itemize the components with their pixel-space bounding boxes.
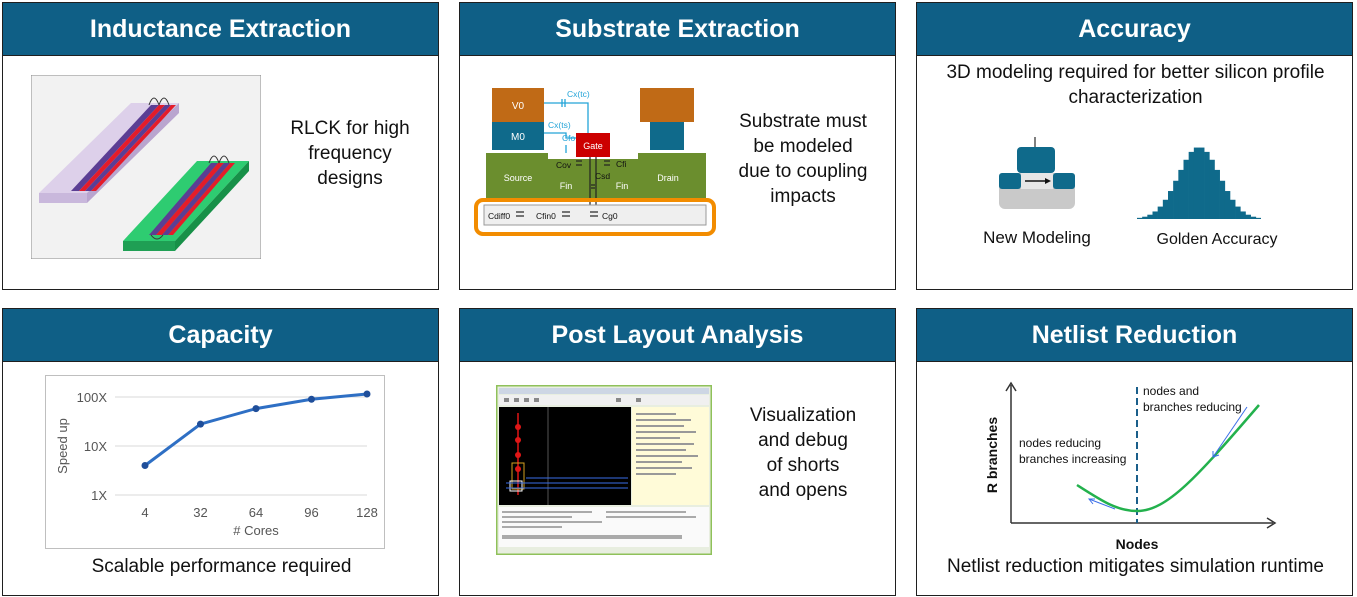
panel-title-capacity: Capacity <box>3 309 438 362</box>
panel-title-post-layout: Post Layout Analysis <box>460 309 895 362</box>
substrate-text-line: impacts <box>770 186 836 207</box>
netlist-ylabel: R branches <box>984 417 1000 493</box>
panel-inductance: Inductance Extraction RLCK for high freq… <box>2 2 439 290</box>
label-cfin0: Cfin0 <box>536 211 556 221</box>
x-tick-label: 32 <box>193 505 207 520</box>
x-axis-label: # Cores <box>233 523 279 538</box>
label-golden-accuracy: Golden Accuracy <box>1156 231 1278 248</box>
histogram-bar <box>1152 211 1158 219</box>
panel-title-substrate: Substrate Extraction <box>460 3 895 56</box>
histogram-bar <box>1214 169 1220 219</box>
label-fin-2: Fin <box>616 181 629 191</box>
y-axis-label: Speed up <box>55 418 70 474</box>
label-drain: Drain <box>657 173 679 183</box>
data-point <box>141 461 149 469</box>
panel-post-layout: Post Layout Analysis Visualization and d… <box>459 308 896 596</box>
label-cxts: Cx(ts) <box>548 120 571 130</box>
y-tick-label: 10X <box>84 439 107 454</box>
histogram-bar <box>1168 191 1174 219</box>
histogram-bar <box>1157 206 1164 219</box>
capacity-caption: Scalable performance required <box>91 556 352 577</box>
histogram-bar <box>1147 214 1153 219</box>
inductance-text-line: frequency <box>308 143 392 164</box>
histogram-bar <box>1235 206 1241 219</box>
histogram-bar <box>1142 216 1148 219</box>
label-csd: Csd <box>595 171 610 181</box>
accuracy-text-line: characterization <box>1068 87 1203 108</box>
x-tick-label: 96 <box>304 505 318 520</box>
post-layout-text-line: of shorts <box>766 455 840 476</box>
label-gate: Gate <box>583 141 603 151</box>
label-cov: Cov <box>556 160 572 170</box>
data-point <box>363 390 371 398</box>
y-tick-label: 100X <box>77 390 108 405</box>
histogram-bar <box>1204 151 1210 219</box>
histogram-bar <box>1255 217 1261 219</box>
substrate-diagram: V0 M0 Gate Cx(tc) Cx(ts) Cfo Source Fin … <box>474 88 716 236</box>
post-layout-text-line: and debug <box>758 430 848 451</box>
histogram-bar <box>1224 191 1231 219</box>
x-tick-label: 64 <box>249 505 263 520</box>
histogram-bar <box>1240 211 1246 219</box>
inductance-text-line: designs <box>317 168 383 189</box>
netlist-curve-diagram: R branches Nodes nodes and branches redu… <box>984 381 1277 552</box>
substrate-text-line: be modeled <box>753 136 853 157</box>
histogram-bar <box>1209 159 1215 219</box>
histogram-bar <box>1199 147 1205 219</box>
histogram-bar <box>1193 147 1200 219</box>
chart-frame <box>45 375 385 549</box>
layout-viewer-screenshot <box>496 385 712 555</box>
post-layout-text-line: Visualization <box>749 405 857 426</box>
label-cfo: Cfo <box>562 133 576 143</box>
substrate-text-line: Substrate must <box>739 111 867 132</box>
panel-capacity: Capacity 1X 10X 100X 4 32 64 96 128 # Cores Speed… <box>2 308 439 596</box>
histogram-bar <box>1230 199 1236 219</box>
label-cfi: Cfi <box>616 159 627 169</box>
histogram-bar <box>1188 151 1195 219</box>
annot-right-line: nodes and <box>1143 384 1199 398</box>
histogram-bar <box>1162 199 1169 219</box>
label-v0: V0 <box>512 101 525 112</box>
histogram-bar <box>1245 214 1251 219</box>
netlist-caption: Netlist reduction mitigates simulation r… <box>947 556 1324 577</box>
label-m0: M0 <box>511 132 525 143</box>
panel-title-inductance: Inductance Extraction <box>3 3 438 56</box>
histogram-bar <box>1178 169 1184 219</box>
panel-title-accuracy: Accuracy <box>917 3 1352 56</box>
gaussian-histogram <box>1137 147 1261 219</box>
annot-left-line: nodes reducing <box>1019 436 1101 450</box>
label-cg0: Cg0 <box>602 211 618 221</box>
panel-substrate: Substrate Extraction V0 M0 Gate Cx(tc) C… <box>459 2 896 290</box>
histogram-bar <box>1137 217 1143 219</box>
label-new-modeling: New Modeling <box>983 228 1091 247</box>
annot-right-line: branches reducing <box>1143 400 1242 414</box>
x-tick-label: 4 <box>141 505 148 520</box>
data-point <box>308 395 315 403</box>
label-cxtc: Cx(tc) <box>567 89 590 99</box>
histogram-bar <box>1183 159 1189 219</box>
data-point <box>197 420 204 428</box>
netlist-xlabel: Nodes <box>1116 536 1159 552</box>
transistor-icon <box>999 137 1075 209</box>
histogram-bar <box>1173 180 1179 219</box>
y-tick-label: 1X <box>91 488 107 503</box>
data-point <box>252 405 260 413</box>
label-cdiff0: Cdiff0 <box>488 211 510 221</box>
panel-netlist: Netlist Reduction R branches Nodes nodes… <box>916 308 1353 596</box>
histogram-bar <box>1219 180 1226 219</box>
panel-title-netlist: Netlist Reduction <box>917 309 1352 362</box>
histogram-bar <box>1250 216 1257 219</box>
capacity-chart: 1X 10X 100X 4 32 64 96 128 # Cores Speed up <box>45 375 385 549</box>
inductance-image <box>31 75 261 259</box>
panel-accuracy: Accuracy 3D modeling required for better… <box>916 2 1353 290</box>
substrate-text-line: due to coupling <box>738 161 868 182</box>
inductance-text-line: RLCK for high <box>290 118 410 139</box>
label-fin-1: Fin <box>560 181 573 191</box>
post-layout-text-line: and opens <box>758 480 848 501</box>
x-tick-label: 128 <box>356 505 378 520</box>
annot-left-line: branches increasing <box>1019 452 1126 466</box>
label-source: Source <box>504 173 533 183</box>
accuracy-text-line: 3D modeling required for better silicon … <box>946 62 1325 83</box>
